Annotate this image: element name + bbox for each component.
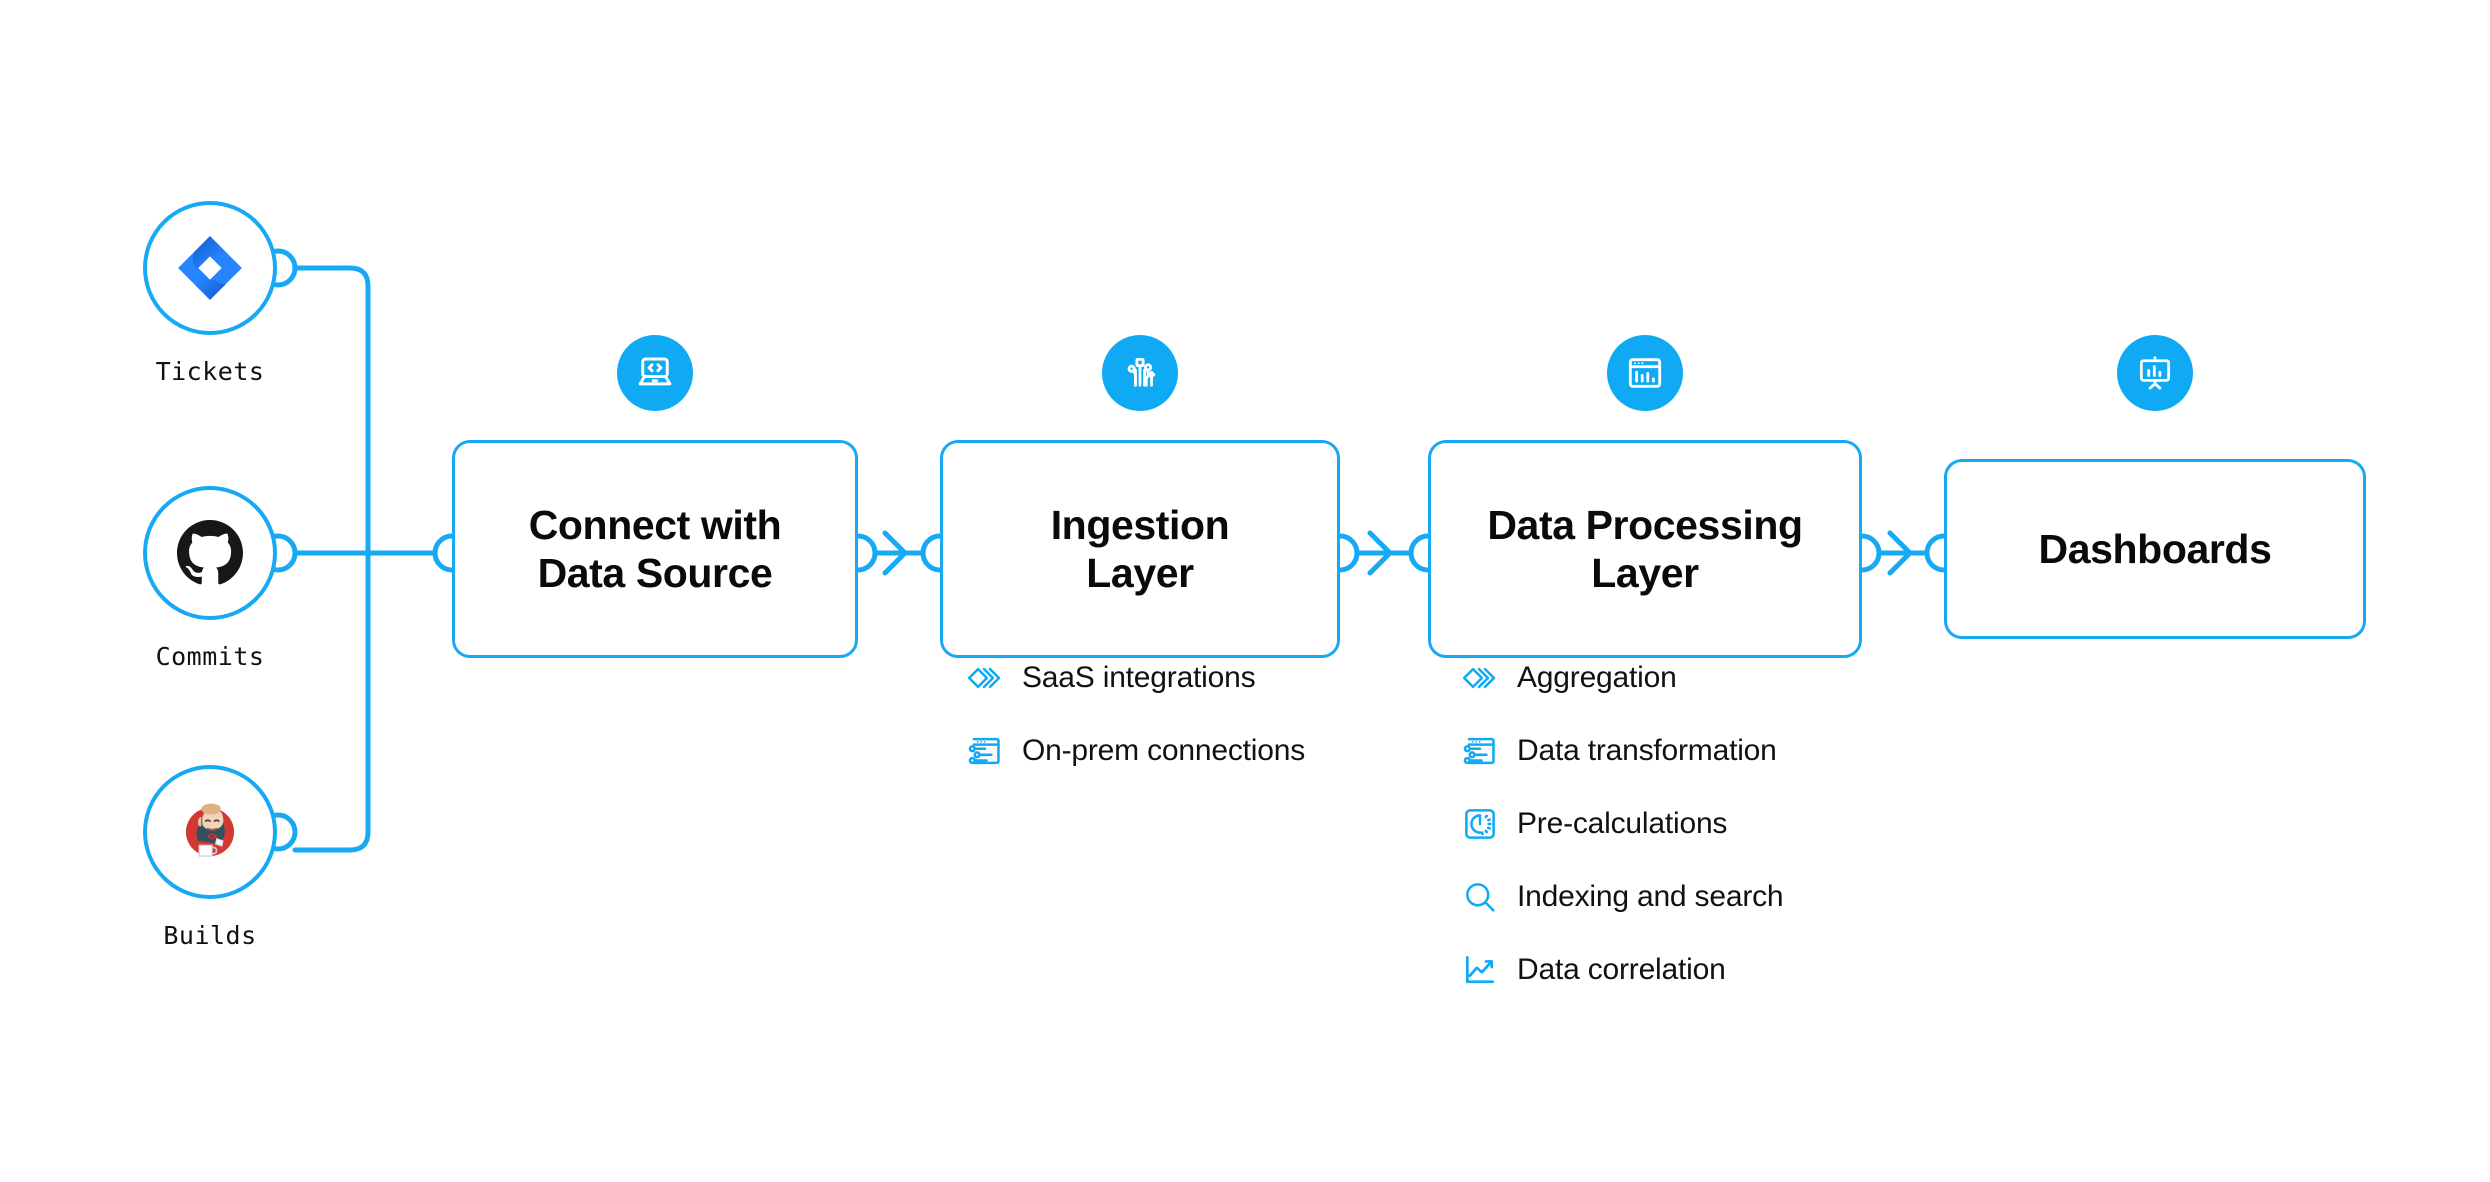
stage-title-line: Connect with xyxy=(528,501,782,548)
stage-badge-ingestion xyxy=(1102,335,1178,411)
feature-label: Data transformation xyxy=(1517,734,1777,767)
github-icon xyxy=(177,520,243,585)
line-chart-icon xyxy=(1460,950,1500,990)
feature-list-ingestion: SaaS integrations On-prem conne xyxy=(965,655,1305,801)
source-label-commits: Commits xyxy=(155,642,265,671)
feature-item[interactable]: Pre-calculations xyxy=(1460,801,1783,847)
stage-title-dashboards: Dashboards xyxy=(2025,525,2286,573)
feature-list-processing: Aggregation Data transformation xyxy=(1460,655,1784,1020)
layered-chevrons-icon xyxy=(965,658,1005,698)
arrowhead-2 xyxy=(1367,530,1393,576)
feature-label: Aggregation xyxy=(1517,661,1677,694)
circuit-nodes-icon xyxy=(1127,357,1156,387)
jira-icon xyxy=(178,236,242,300)
stage-badge-processing xyxy=(1607,335,1683,411)
feature-label: SaaS integrations xyxy=(1022,661,1256,694)
magnifier-icon xyxy=(1460,877,1500,917)
stage-box-dashboards[interactable]: Dashboards xyxy=(1944,459,2366,639)
feature-label: Data correlation xyxy=(1517,953,1726,986)
source-circle-tickets xyxy=(143,201,277,335)
source-node-tickets[interactable]: Tickets xyxy=(143,201,283,386)
feature-item[interactable]: Data correlation xyxy=(1460,947,1783,993)
browser-sliders-icon xyxy=(965,731,1005,771)
stage-title-line: Data Processing xyxy=(1487,501,1803,548)
feature-item[interactable]: Data transformation xyxy=(1460,728,1783,774)
stage-title-processing: Data Processing Layer xyxy=(1473,501,1816,598)
jenkins-icon xyxy=(185,803,235,857)
stage-badge-connect xyxy=(617,335,693,411)
arrowhead-3 xyxy=(1887,530,1913,576)
stage-badge-dashboards xyxy=(2117,335,2193,411)
arrowhead-1 xyxy=(882,530,908,576)
feature-label: Pre-calculations xyxy=(1517,807,1728,840)
stage-title-connect: Connect with Data Source xyxy=(515,501,796,598)
stage-box-processing[interactable]: Data Processing Layer xyxy=(1428,440,1862,658)
presentation-chart-icon xyxy=(2139,356,2171,390)
layered-chevrons-icon xyxy=(1460,658,1500,698)
browser-chart-icon xyxy=(1628,358,1662,388)
source-circle-commits xyxy=(143,486,277,620)
stage-title-line: Ingestion xyxy=(1050,501,1230,548)
stage-title-line: Layer xyxy=(1591,550,1699,596)
source-label-builds: Builds xyxy=(163,921,257,950)
feature-item[interactable]: On-prem connections xyxy=(965,728,1305,774)
feature-item[interactable]: SaaS integrations xyxy=(965,655,1305,701)
stage-box-ingestion[interactable]: Ingestion Layer xyxy=(940,440,1340,658)
wire-sources-bus xyxy=(292,265,371,853)
gauge-square-icon xyxy=(1460,804,1500,844)
stage-title-line: Data Source xyxy=(537,550,773,596)
source-label-tickets: Tickets xyxy=(155,357,265,386)
feature-item[interactable]: Aggregation xyxy=(1460,655,1783,701)
source-node-commits[interactable]: Commits xyxy=(143,486,283,671)
laptop-code-icon xyxy=(638,357,672,386)
source-circle-builds xyxy=(143,765,277,899)
browser-sliders-icon xyxy=(1460,731,1500,771)
stage-title-ingestion: Ingestion Layer xyxy=(1037,501,1244,598)
stage-box-connect[interactable]: Connect with Data Source xyxy=(452,440,858,658)
source-node-builds[interactable]: Builds xyxy=(143,765,283,950)
feature-label: Indexing and search xyxy=(1517,880,1784,913)
feature-item[interactable]: Indexing and search xyxy=(1460,874,1784,920)
stage-title-line: Layer xyxy=(1086,550,1194,596)
feature-label: On-prem connections xyxy=(1022,734,1306,767)
stage-title-line: Dashboards xyxy=(2038,525,2272,572)
